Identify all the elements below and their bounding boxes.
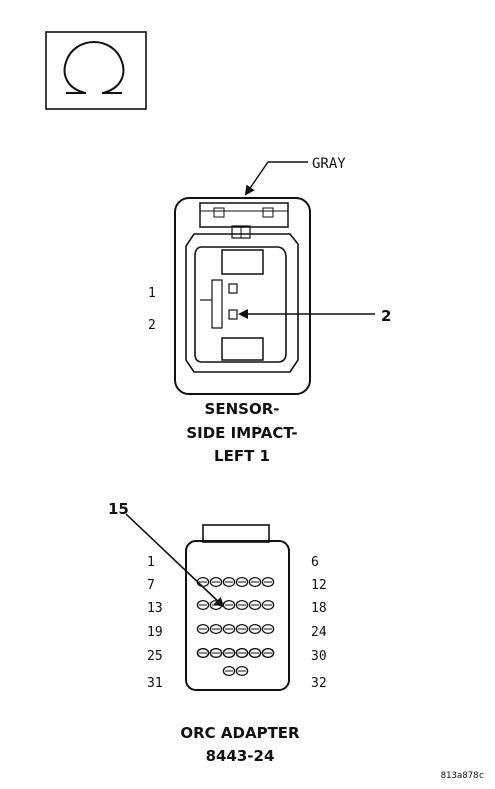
adapter-pin xyxy=(235,599,249,611)
adapter-pin xyxy=(222,665,236,677)
pin-label-1: 1 xyxy=(148,286,156,301)
adapter-pin xyxy=(235,647,249,659)
pin-2-cavity xyxy=(228,309,238,320)
adapter-pin xyxy=(261,599,275,611)
callout-15-label: 15 xyxy=(108,500,129,518)
row-end-label: 24 xyxy=(311,625,327,640)
adapter-pin xyxy=(248,576,262,588)
adapter-pin xyxy=(196,599,210,611)
orc-title-line-1: ORC ADAPTER xyxy=(180,724,300,742)
sensor-connector xyxy=(174,197,311,395)
adapter-pin xyxy=(209,623,223,635)
adapter-pin xyxy=(222,623,236,635)
adapter-pin xyxy=(235,576,249,588)
wire-color-label: GRAY xyxy=(312,156,346,172)
sensor-title-line-3: LEFT 1 xyxy=(214,447,270,465)
row-end-label: 30 xyxy=(311,649,327,664)
adapter-pin xyxy=(209,647,223,659)
row-end-label: 12 xyxy=(311,578,327,593)
adapter-pin xyxy=(248,623,262,635)
row-start-label: 7 xyxy=(147,578,155,593)
ohm-symbol-box xyxy=(45,31,147,110)
row-start-label: 25 xyxy=(147,649,163,664)
adapter-pin xyxy=(209,576,223,588)
adapter-pin xyxy=(248,599,262,611)
sensor-title-line-1: SENSOR- xyxy=(205,400,280,418)
pin-label-2: 2 xyxy=(148,318,156,333)
sensor-title-line-2: SIDE IMPACT- xyxy=(186,424,297,442)
orc-adapter-connector xyxy=(185,524,290,691)
adapter-pin xyxy=(222,647,236,659)
adapter-pin xyxy=(196,623,210,635)
row-start-label: 31 xyxy=(147,676,163,691)
row-start-label: 13 xyxy=(147,601,163,616)
callout-15-leader xyxy=(125,513,225,608)
adapter-pin xyxy=(235,623,249,635)
row-end-label: 6 xyxy=(311,555,319,570)
row-start-label: 19 xyxy=(147,625,163,640)
row-start-label: 1 xyxy=(147,555,155,570)
row-end-label: 32 xyxy=(311,676,327,691)
adapter-pin xyxy=(261,576,275,588)
adapter-pin xyxy=(222,576,236,588)
gray-wire-leader xyxy=(244,161,308,196)
orc-title-line-2: 8443-24 xyxy=(206,747,275,765)
ohm-resistance-icon xyxy=(63,40,125,94)
row-end-label: 18 xyxy=(311,601,327,616)
adapter-pin xyxy=(248,647,262,659)
adapter-pin xyxy=(261,623,275,635)
figure-id: 813a878c xyxy=(441,771,484,781)
pin-1-cavity xyxy=(228,283,238,294)
callout-2-label: 2 xyxy=(381,307,391,325)
adapter-pin xyxy=(196,647,210,659)
adapter-pin xyxy=(235,665,249,677)
adapter-pin xyxy=(261,647,275,659)
